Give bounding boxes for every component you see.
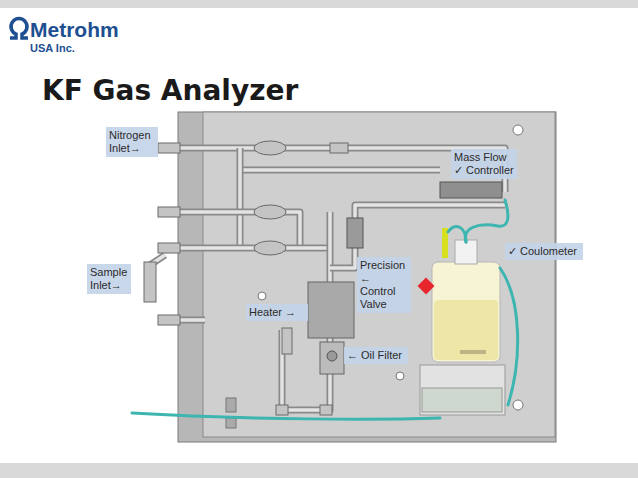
fittings-part xyxy=(276,405,288,415)
fittings-part xyxy=(158,315,180,325)
callout-text: Mass Flow ✓ Controller xyxy=(454,151,514,177)
coulometer-cell-part xyxy=(460,350,486,354)
tubing-part xyxy=(165,246,330,250)
tubing-teal-part xyxy=(465,200,508,242)
coulometer-cell-part xyxy=(434,300,498,360)
logo-symbol-part xyxy=(10,19,28,38)
coulometer-cell xyxy=(418,228,505,415)
fittings-part xyxy=(158,207,180,217)
callout-box: Mass Flow ✓ Controller xyxy=(451,149,517,179)
logo-symbol xyxy=(10,19,28,38)
callout-text: Precision ← Control Valve xyxy=(360,259,408,311)
fittings-part xyxy=(320,405,332,415)
tubing-part xyxy=(238,148,242,250)
oil-filter-part xyxy=(320,342,344,374)
fittings-part xyxy=(254,241,286,255)
back-plate-part xyxy=(513,125,523,135)
fittings-part xyxy=(158,243,180,253)
fittings-part xyxy=(330,143,348,153)
coulometer-cell-part xyxy=(455,240,477,264)
tubing-part xyxy=(165,245,330,252)
logo-text: Metrohm xyxy=(30,18,119,42)
control-valve-part xyxy=(347,218,363,248)
logo-text: USA Inc. xyxy=(30,42,75,54)
slide-title: KF Gas Analyzer xyxy=(42,75,298,107)
tubing-part xyxy=(240,168,440,172)
callout-box: Nitrogen Inlet→ xyxy=(106,127,158,157)
mass-flow-controller-part xyxy=(440,182,502,198)
tubing-teal-part xyxy=(132,413,440,419)
tubing-part xyxy=(240,167,440,174)
callout-text: Nitrogen Inlet→ xyxy=(109,129,155,155)
tubing-teal-part xyxy=(448,227,466,242)
callout-text: ← Oil Filter xyxy=(347,349,405,362)
back-plate-part xyxy=(203,112,555,437)
coulometer-cell-part xyxy=(422,388,502,412)
callout-text: ✓ Coulometer xyxy=(508,245,580,258)
mass-flow-controller xyxy=(440,182,502,198)
oil-filter-part xyxy=(327,351,337,361)
fittings-part xyxy=(254,141,286,155)
tubing-teal-part xyxy=(500,268,518,405)
callout-box: ✓ Coulometer xyxy=(505,243,583,260)
control-valve xyxy=(347,218,363,248)
back-plate-part xyxy=(178,112,556,442)
callout-box: Heater → xyxy=(246,304,308,321)
back-plate xyxy=(178,112,556,442)
tubing-part xyxy=(237,148,244,250)
callout-box: Precision ← Control Valve xyxy=(357,257,411,313)
callout-text: Sample Inlet→ xyxy=(90,266,128,292)
frame-bars-part xyxy=(0,463,638,478)
coulometer-cell-part xyxy=(432,262,500,362)
coulometer-cell-part xyxy=(420,365,505,415)
heater-block-part xyxy=(308,282,354,338)
back-plate-part xyxy=(513,400,523,410)
fittings-part xyxy=(254,205,286,219)
fittings-part xyxy=(282,328,292,354)
callout-box: ← Oil Filter xyxy=(344,347,408,364)
callout-box: Sample Inlet→ xyxy=(87,264,131,294)
oil-filter xyxy=(320,342,344,374)
tubing-teal xyxy=(132,200,518,419)
frame-bars-part xyxy=(0,0,638,8)
fittings xyxy=(144,141,348,415)
back-plate-part xyxy=(396,372,404,380)
coulometer-cell-part xyxy=(418,278,435,295)
fittings-part xyxy=(144,262,156,302)
fittings-part xyxy=(158,143,180,153)
heater-block xyxy=(308,282,354,338)
back-plate-part xyxy=(258,292,266,300)
back-plate-part xyxy=(226,398,236,412)
back-plate-part xyxy=(226,418,236,428)
callout-text: Heater → xyxy=(249,306,305,319)
